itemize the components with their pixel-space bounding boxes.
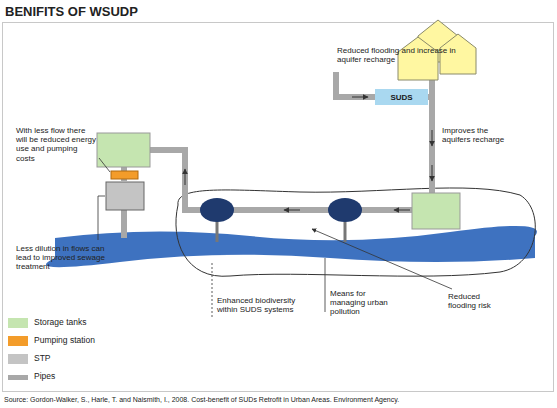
suds-box: SUDS	[375, 89, 428, 105]
legend-swatch	[8, 375, 28, 380]
storage-tank	[97, 133, 150, 167]
callout-label: Enhanced biodiversity within SUDS system…	[217, 296, 299, 314]
river	[46, 226, 537, 267]
legend-text: Storage tanks	[34, 318, 86, 328]
sewage-treatment-plant	[106, 182, 144, 210]
legend-text: Pumping station	[34, 336, 95, 346]
source-caption: Source: Gordon-Walker, S., Harle, T. and…	[4, 396, 553, 404]
callout-label: Reduced flooding and increase in aquifer…	[337, 46, 472, 64]
pipes	[124, 72, 432, 238]
flow-arrows	[185, 97, 432, 210]
legend-swatch	[8, 354, 28, 364]
legend-text: Pipes	[34, 372, 55, 382]
drain-pipes	[217, 220, 345, 242]
pumping-station	[111, 171, 138, 179]
callout-label: Reduced flooding risk	[448, 292, 510, 310]
leader-lines	[98, 158, 452, 318]
pond	[328, 198, 362, 222]
legend-swatch	[8, 318, 28, 328]
callout-label: Means for managing urban pollution	[330, 289, 400, 317]
callout-label: Less dilution in flows can lead to impro…	[16, 244, 116, 272]
urban-area-outline	[176, 188, 535, 276]
node-text: SUDS	[390, 93, 412, 102]
frame	[3, 23, 554, 392]
storage-tank	[412, 193, 460, 229]
callout-label: Improves the aquifers recharge	[442, 126, 514, 144]
pond	[200, 198, 234, 222]
legend-text: STP	[34, 354, 51, 364]
callout-label: With less flow there will be reduced ene…	[16, 126, 98, 163]
diagram-title: BENIFITS OF WSUDP	[5, 5, 138, 20]
legend-swatch	[8, 336, 28, 346]
